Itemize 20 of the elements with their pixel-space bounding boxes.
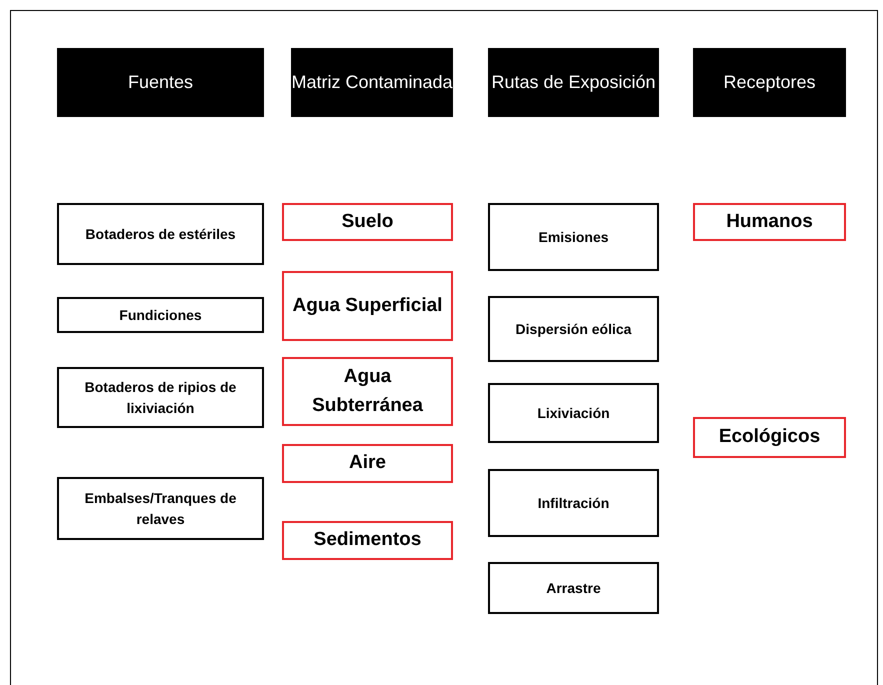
highlighted-box: Agua Superficial [282, 271, 453, 341]
item-box: Dispersión eólica [488, 296, 659, 362]
item-box: Lixiviación [488, 383, 659, 443]
highlighted-box: Ecológicos [693, 417, 846, 458]
item-box: Embalses/Tranques de relaves [57, 477, 264, 540]
item-box: Arrastre [488, 562, 659, 614]
highlighted-box: Humanos [693, 203, 846, 241]
column-header: Rutas de Exposición [488, 48, 659, 117]
item-box: Fundiciones [57, 297, 264, 333]
highlighted-box: Aire [282, 444, 453, 483]
highlighted-box: Suelo [282, 203, 453, 241]
highlighted-box: Agua Subterránea [282, 357, 453, 426]
column-header: Receptores [693, 48, 846, 117]
item-box: Botaderos de ripios de lixiviación [57, 367, 264, 428]
column-header: Fuentes [57, 48, 264, 117]
item-box: Infiltración [488, 469, 659, 537]
item-box: Botaderos de estériles [57, 203, 264, 265]
highlighted-box: Sedimentos [282, 521, 453, 560]
item-box: Emisiones [488, 203, 659, 271]
column-header: Matriz Contaminada [291, 48, 453, 117]
